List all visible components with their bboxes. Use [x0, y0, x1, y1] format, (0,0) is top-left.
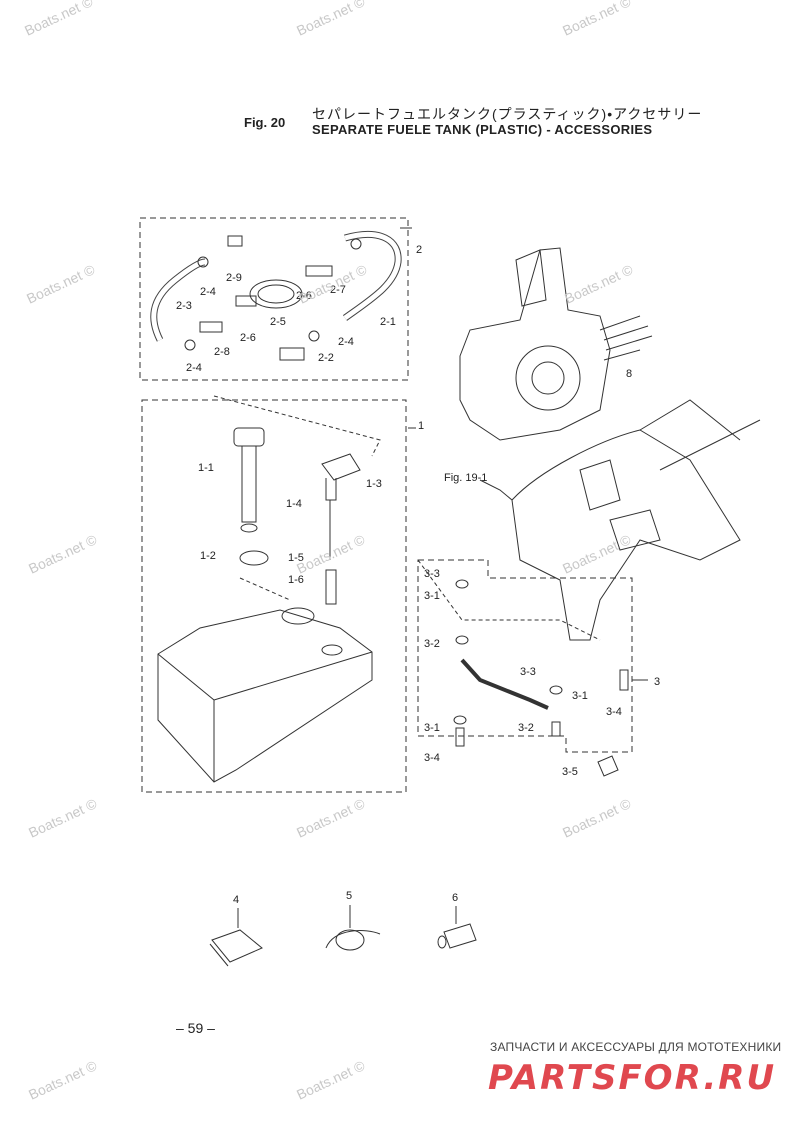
- page-number: – 59 –: [176, 1020, 215, 1036]
- figure-number: Fig. 20: [244, 115, 286, 130]
- label-1-5: 1-5: [288, 552, 304, 564]
- label-4: 4: [233, 894, 240, 906]
- group-box-2: [139, 217, 409, 381]
- primer-bulb: [249, 279, 303, 309]
- fuel-elbow: [321, 453, 361, 481]
- figure-title-english: SEPARATE FUELE TANK (PLASTIC) - ACCESSOR…: [312, 122, 653, 137]
- remote-control-box: [459, 247, 611, 441]
- label-1-6: 1-6: [288, 574, 304, 586]
- label-1-2: 1-2: [200, 550, 216, 562]
- connector-2-9: [227, 235, 243, 247]
- label-2-4-b: 2-4: [186, 362, 202, 374]
- nut-3-5: [597, 755, 619, 777]
- footer-logo[interactable]: PARTSFOR.RU: [488, 1058, 777, 1098]
- fuel-gauge-cap: [233, 427, 265, 447]
- group-box-1: [141, 399, 407, 793]
- figure-title-japanese: セパレートフュエルタンク(プラスティック)•アクセサリー: [312, 106, 703, 122]
- label-2-1: 2-1: [380, 316, 396, 328]
- label-3-4-b: 3-4: [424, 752, 440, 764]
- label-5: 5: [346, 890, 353, 902]
- label-2-8: 2-8: [214, 346, 230, 358]
- label-2-4-c: 2-4: [338, 336, 354, 348]
- fuel-tank: [157, 609, 373, 783]
- label-2-9: 2-9: [226, 272, 242, 284]
- label-2-6: 2-6: [296, 290, 312, 302]
- label-2-5: 2-5: [270, 316, 286, 328]
- label-3-1-c: 3-1: [424, 722, 440, 734]
- cable-rod: [460, 658, 549, 710]
- label-3-2: 3-2: [424, 638, 440, 650]
- label-2-7: 2-7: [330, 284, 346, 296]
- label-3-2-b: 3-2: [518, 722, 534, 734]
- gasket-1-2: [239, 550, 269, 566]
- label-1-1: 1-1: [198, 462, 214, 474]
- footer-tagline: ЗАПЧАСТИ И АКСЕССУАРЫ ДЛЯ МОТОТЕХНИКИ: [490, 1040, 782, 1054]
- label-1: 1: [418, 420, 425, 432]
- label-2-4: 2-4: [200, 286, 216, 298]
- fuel-strainer-1-6: [325, 569, 337, 605]
- label-3-1: 3-1: [424, 590, 440, 602]
- connector-2-2: [279, 347, 305, 361]
- label-6: 6: [452, 892, 459, 904]
- label-3-1-b: 3-1: [572, 690, 588, 702]
- label-3-3: 3-3: [424, 568, 440, 580]
- label-2-2: 2-2: [318, 352, 334, 364]
- label-2: 2: [416, 244, 423, 256]
- label-3-3-b: 3-3: [520, 666, 536, 678]
- label-3: 3: [654, 676, 661, 688]
- group-box-3: [417, 559, 633, 753]
- engine-bracket: [511, 429, 741, 641]
- accessory-4: [211, 929, 263, 963]
- label-1-3: 1-3: [366, 478, 382, 490]
- label-2-3: 2-3: [176, 300, 192, 312]
- label-3-4: 3-4: [606, 706, 622, 718]
- label-1-4: 1-4: [286, 498, 302, 510]
- label-2-6-b: 2-6: [240, 332, 256, 344]
- accessory-6: [443, 923, 477, 949]
- tank-filler-port: [281, 607, 315, 625]
- connector-2-8: [199, 321, 223, 333]
- label-fig-19-1: Fig. 19-1: [444, 472, 488, 484]
- fuel-gauge-tube: [241, 445, 257, 523]
- label-8: 8: [626, 368, 633, 380]
- label-3-5: 3-5: [562, 766, 578, 778]
- accessory-5: [335, 929, 365, 951]
